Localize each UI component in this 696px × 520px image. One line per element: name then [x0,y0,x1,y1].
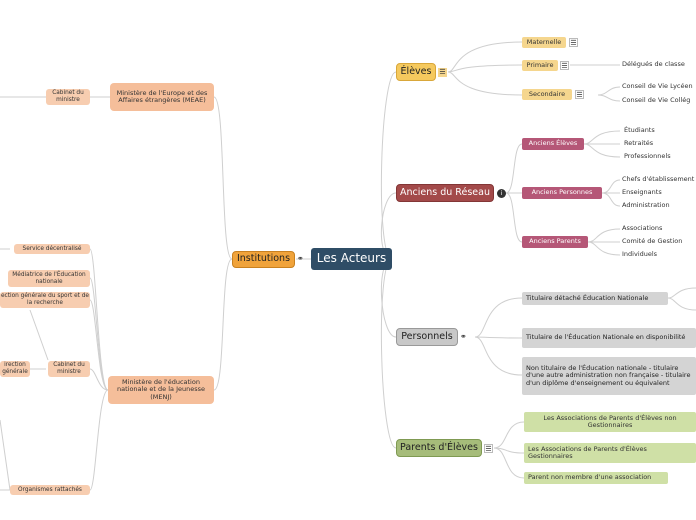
notes-icon[interactable]: ☰ [484,444,493,453]
service-label: Service décentralisé [22,245,82,252]
leaf-cvc[interactable]: Conseil de Vie Collég [622,96,691,104]
personnels-label: Personnels [401,330,453,342]
anciens-eleves-label: Anciens Élèves [528,139,578,148]
leaf-comite[interactable]: Comité de Gestion [622,237,683,245]
node-mediatrice[interactable]: Médiatrice de l'Éducation nationale [8,270,90,287]
node-anciens-eleves[interactable]: Anciens Élèves [522,138,584,150]
notes-icon[interactable]: ☰ [575,90,584,99]
ape-gestionnaires-label: Les Associations de Parents d'Élèves Ges… [528,444,647,460]
menj-label: Ministère de l'éducation nationale et de… [117,377,205,401]
meae-cabinet-label: Cabinet du ministre [52,90,84,103]
non-titulaire-label: Non titulaire de l'Éducation nationale -… [526,363,691,387]
institutions-label: Institutions [236,253,291,265]
node-organismes-rattaches[interactable]: Organismes rattachés [10,485,90,495]
node-primaire[interactable]: Primaire [522,60,558,71]
node-menj-cabinet[interactable]: Cabinet du ministre [48,361,90,377]
node-anciens-personnes[interactable]: Anciens Personnes [522,187,602,199]
link-icon[interactable]: ⚭ [460,332,467,341]
node-institutions[interactable]: Institutions [232,251,295,268]
eleves-label: Élèves [400,65,432,77]
node-ape-gestionnaires[interactable]: Les Associations de Parents d'Élèves Ges… [524,443,696,463]
info-icon[interactable]: i [497,189,506,198]
secondaire-label: Secondaire [528,89,566,98]
leaf-associations[interactable]: Associations [622,224,663,232]
node-meae[interactable]: Ministère de l'Europe et des Affaires ét… [110,83,214,111]
parent-non-membre-label: Parent non membre d'une association [528,473,652,482]
notes-icon[interactable]: ☰ [569,38,578,47]
anciens-parents-label: Anciens Parents [529,237,581,246]
leaf-cvl[interactable]: Conseil de Vie Lycéen [622,82,693,90]
leaf-chefs[interactable]: Chefs d'établissement [622,175,695,183]
node-personnels[interactable]: Personnels [396,328,458,346]
node-titulaire-disponibilite[interactable]: Titulaire de l'Éducation Nationale en di… [522,328,696,348]
node-meae-cabinet[interactable]: Cabinet du ministre [46,89,90,105]
node-secondaire[interactable]: Secondaire [522,89,572,100]
node-eleves[interactable]: Élèves [396,63,436,81]
notes-icon[interactable]: ☰ [438,68,447,77]
primaire-label: Primaire [526,60,554,69]
node-menj[interactable]: Ministère de l'éducation nationale et de… [108,376,214,404]
leaf-enseignants[interactable]: Enseignants [622,188,662,196]
leaf-retraites[interactable]: Retraités [624,139,654,147]
direction-generale-label: irection générale [2,362,28,375]
menj-cabinet-label: Cabinet du ministre [53,362,85,375]
node-titulaire-detache[interactable]: Titulaire détaché Éducation Nationale [522,292,668,305]
node-direction-generale[interactable]: irection générale [0,361,30,377]
direction-sport-label: ection générale du sport et de la recher… [0,293,89,306]
link-icon[interactable]: ⚭ [297,254,304,263]
node-non-titulaire[interactable]: Non titulaire de l'Éducation nationale -… [522,357,696,395]
node-parents-eleves[interactable]: Parents d'Élèves [396,439,482,457]
node-anciens-parents[interactable]: Anciens Parents [522,236,588,248]
leaf-delegues[interactable]: Délégués de classe [622,60,685,68]
leaf-administration[interactable]: Administration [622,201,670,209]
node-maternelle[interactable]: Maternelle [522,37,566,48]
node-anciens-reseau[interactable]: Anciens du Réseau [396,184,494,202]
maternelle-label: Maternelle [526,37,562,46]
node-service-decentralise[interactable]: Service décentralisé [14,244,90,254]
parents-label: Parents d'Élèves [400,441,478,453]
organismes-label: Organismes rattachés [18,486,82,493]
meae-label: Ministère de l'Europe et des Affaires ét… [116,88,208,104]
titulaire-disponibilite-label: Titulaire de l'Éducation Nationale en di… [526,333,686,342]
node-ape-non-gestionnaires[interactable]: Les Associations de Parents d'Élèves non… [524,412,696,432]
node-direction-sport[interactable]: ection générale du sport et de la recher… [0,292,90,308]
leaf-etudiants[interactable]: Étudiants [624,126,655,134]
root-label: Les Acteurs [316,251,387,266]
anciens-personnes-label: Anciens Personnes [531,188,593,197]
node-parent-non-membre[interactable]: Parent non membre d'une association [524,472,668,484]
leaf-professionnels[interactable]: Professionnels [624,152,671,160]
root-node[interactable]: Les Acteurs [311,248,392,270]
ape-non-gestionnaires-label: Les Associations de Parents d'Élèves non… [543,413,677,429]
titulaire-detache-label: Titulaire détaché Éducation Nationale [526,293,649,302]
anciens-label: Anciens du Réseau [400,186,490,198]
notes-icon[interactable]: ☰ [560,61,569,70]
leaf-individuels[interactable]: Individuels [622,250,658,258]
mediatrice-label: Médiatrice de l'Éducation nationale [12,271,86,285]
